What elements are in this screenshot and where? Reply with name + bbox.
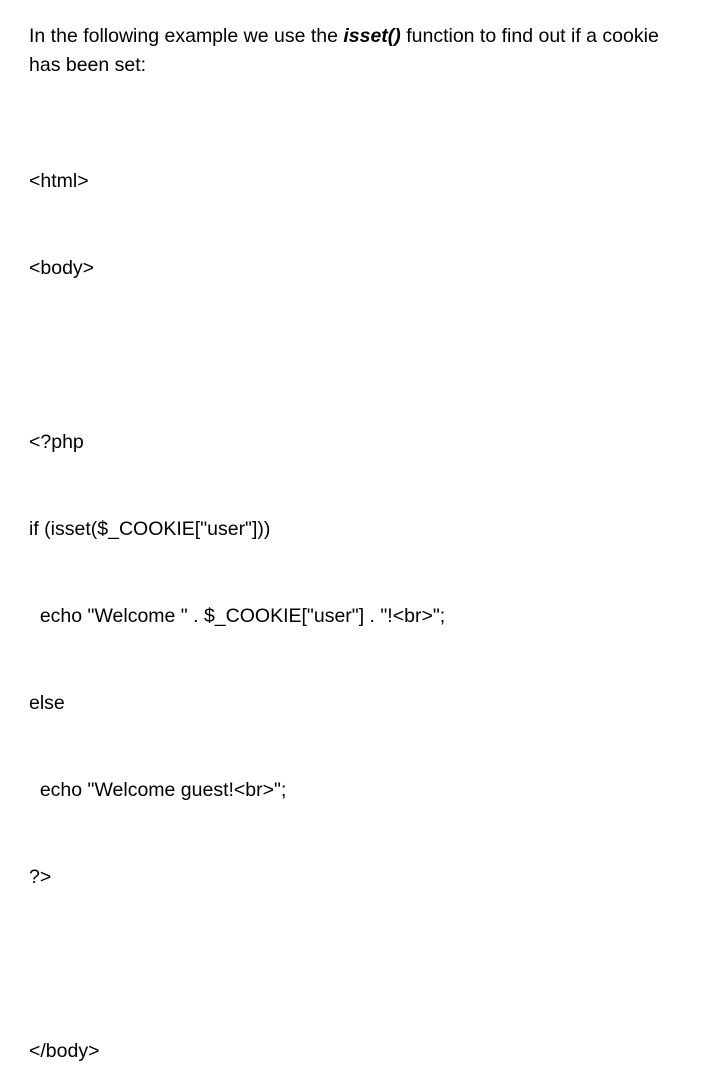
- code-line: if (isset($_COOKIE["user"])): [29, 518, 271, 540]
- code-line: </body>: [29, 1040, 100, 1062]
- code-line: ?>: [29, 866, 52, 888]
- code-block-php: <?php if (isset($_COOKIE["user"])) echo …: [29, 370, 689, 950]
- intro-text-before: In the following example we use the: [29, 25, 344, 47]
- code-line: <html>: [29, 170, 89, 192]
- code-line: echo "Welcome guest!<br>";: [29, 779, 287, 801]
- code-line: <body>: [29, 257, 95, 279]
- slide-content: In the following example we use the isse…: [29, 22, 689, 1080]
- isset-function-name: isset(): [343, 25, 401, 47]
- code-block-html-open: <html> <body>: [29, 109, 689, 341]
- intro-paragraph: In the following example we use the isse…: [29, 22, 684, 80]
- spacer-before-php: [29, 341, 689, 370]
- code-line: <?php: [29, 431, 84, 453]
- intro-text-after: function to find out if a cookie has bee…: [29, 25, 659, 76]
- code-block-html-close: </body> </html>: [29, 979, 689, 1080]
- spacer-before-html-close: [29, 950, 689, 979]
- code-line: echo "Welcome " . $_COOKIE["user"] . "!<…: [29, 605, 446, 627]
- code-line: else: [29, 692, 65, 714]
- slide-canvas: In the following example we use the isse…: [29, 25, 659, 1062]
- spacer-after-intro: [29, 80, 689, 109]
